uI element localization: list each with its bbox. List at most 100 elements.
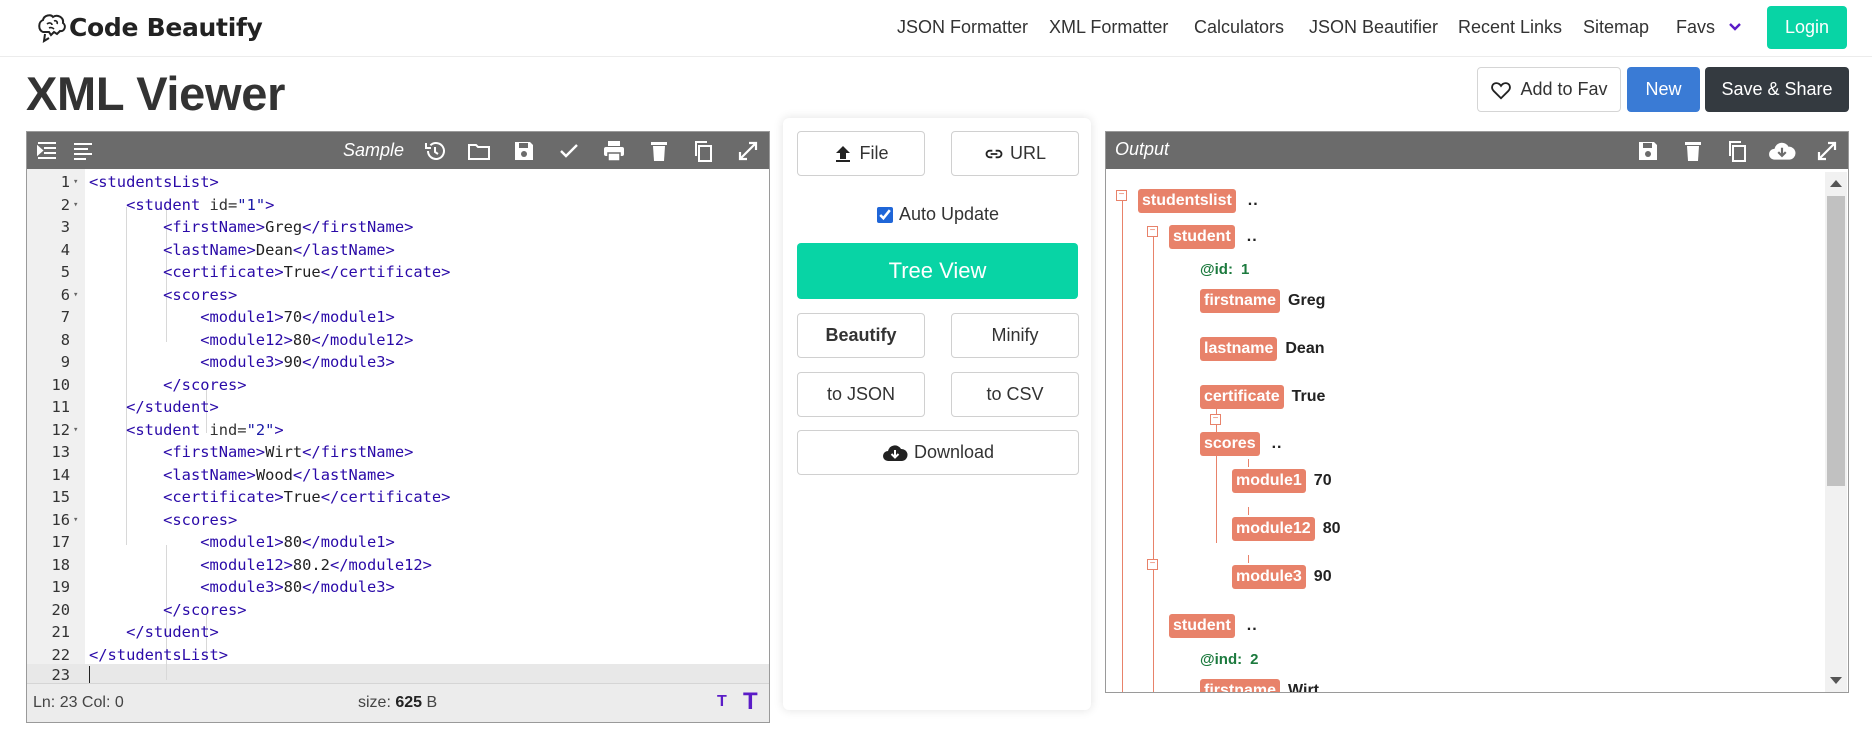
- nav-json-beautifier[interactable]: JSON Beautifier: [1309, 17, 1439, 37]
- new-button[interactable]: New: [1627, 67, 1700, 112]
- auto-update-label: Auto Update: [899, 204, 1000, 224]
- fold-arrow-icon[interactable]: ▾: [73, 289, 79, 300]
- tree-key: firstname: [1200, 679, 1281, 692]
- tree-node-student[interactable]: student ..: [1169, 614, 1258, 638]
- folder-icon[interactable]: [467, 139, 491, 163]
- cloud-download-icon: [882, 444, 908, 461]
- login-button[interactable]: Login: [1767, 6, 1847, 49]
- line-number: 22: [51, 645, 70, 664]
- code-line[interactable]: 10 </scores>: [27, 374, 769, 397]
- url-button[interactable]: URL: [951, 131, 1079, 176]
- collapse-toggle-icon[interactable]: −: [1147, 559, 1158, 570]
- file-button[interactable]: File: [797, 131, 925, 176]
- code-line[interactable]: 14 <lastName>Wood</lastName>: [27, 464, 769, 487]
- history-icon[interactable]: [423, 139, 447, 163]
- code-line[interactable]: 7 <module1>70</module1>: [27, 306, 769, 329]
- fullscreen-icon[interactable]: [1815, 139, 1839, 163]
- code-line[interactable]: 8 <module12>80</module12>: [27, 329, 769, 352]
- scroll-up-icon[interactable]: [1830, 180, 1842, 187]
- content-size: size: 625 B: [358, 694, 437, 712]
- top-navbar: Code Beautify JSON Formatter XML Formatt…: [0, 0, 1872, 57]
- code-line[interactable]: 21 </student>: [27, 621, 769, 644]
- tree-node-module12[interactable]: module12 80: [1232, 517, 1340, 541]
- code-line[interactable]: 15 <certificate>True</certificate>: [27, 486, 769, 509]
- nav-xml-formatter[interactable]: XML Formatter: [1049, 17, 1169, 37]
- download-button[interactable]: Download: [797, 430, 1079, 475]
- cloud-download-icon[interactable]: [1768, 139, 1798, 163]
- tree-node-module1[interactable]: module1 70: [1232, 469, 1332, 493]
- code-line[interactable]: 22</studentsList>: [27, 644, 769, 667]
- indent-icon[interactable]: [35, 139, 59, 163]
- save-share-button[interactable]: Save & Share: [1705, 67, 1849, 112]
- code-line[interactable]: 20 </scores>: [27, 599, 769, 622]
- align-left-icon[interactable]: [71, 139, 95, 163]
- fold-arrow-icon[interactable]: ▾: [73, 424, 79, 435]
- code-token: True: [283, 488, 321, 506]
- nav-favs[interactable]: Favs: [1676, 14, 1742, 40]
- tree-view-button[interactable]: Tree View: [797, 243, 1078, 299]
- tree-node-lastname[interactable]: lastname Dean: [1200, 337, 1325, 361]
- fold-arrow-icon[interactable]: ▾: [73, 199, 79, 210]
- code-line[interactable]: 6▾ <scores>: [27, 284, 769, 307]
- code-token: <module1>: [200, 533, 284, 551]
- tree-node-student[interactable]: student ..: [1169, 225, 1258, 249]
- tree-node-module3[interactable]: module3 90: [1232, 565, 1332, 589]
- code-line[interactable]: 4 <lastName>Dean</lastName>: [27, 239, 769, 262]
- code-line[interactable]: 18 <module12>80.2</module12>: [27, 554, 769, 577]
- nav-recent-links[interactable]: Recent Links: [1458, 17, 1563, 37]
- scroll-down-icon[interactable]: [1830, 677, 1842, 684]
- save-icon[interactable]: [1636, 139, 1660, 163]
- tree-node-firstname[interactable]: firstname Wirt: [1200, 679, 1319, 692]
- nav-sitemap[interactable]: Sitemap: [1583, 17, 1650, 37]
- tree-node-certificate[interactable]: certificate True: [1200, 385, 1325, 409]
- collapse-toggle-icon[interactable]: −: [1116, 190, 1127, 201]
- tree-node-scores[interactable]: scores ..: [1200, 412, 1282, 456]
- collapse-toggle-icon[interactable]: −: [1147, 226, 1158, 237]
- sample-button[interactable]: Sample: [343, 140, 405, 160]
- fullscreen-icon[interactable]: [736, 139, 760, 163]
- to-csv-button[interactable]: to CSV: [951, 372, 1079, 417]
- code-line[interactable]: 13 <firstName>Wirt</firstName>: [27, 441, 769, 464]
- check-icon[interactable]: [557, 139, 581, 163]
- code-line[interactable]: 11 </student>: [27, 396, 769, 419]
- code-line[interactable]: 2▾ <student id="1">: [27, 194, 769, 217]
- brand[interactable]: Code Beautify: [35, 9, 263, 45]
- output-scrollbar[interactable]: [1825, 172, 1847, 692]
- tree-node-root[interactable]: studentslist ..: [1138, 189, 1259, 213]
- auto-update-toggle[interactable]: Auto Update: [877, 204, 999, 225]
- code-line[interactable]: 23: [27, 664, 769, 687]
- to-json-button[interactable]: to JSON: [797, 372, 925, 417]
- fold-arrow-icon[interactable]: ▾: [73, 177, 79, 187]
- scroll-thumb[interactable]: [1827, 196, 1845, 486]
- trash-icon[interactable]: [1681, 139, 1705, 163]
- font-decrease-icon[interactable]: T: [717, 693, 727, 710]
- code-line[interactable]: 12▾ <student ind="2">: [27, 419, 769, 442]
- nav-calculators[interactable]: Calculators: [1194, 17, 1285, 37]
- code-token: </lastName>: [292, 465, 395, 484]
- font-increase-icon[interactable]: T: [743, 688, 758, 715]
- code-token: <student: [126, 195, 210, 214]
- code-line[interactable]: 9 <module3>90</module3>: [27, 351, 769, 374]
- tree-node-attribute: @ind: 2: [1200, 651, 1258, 668]
- code-line[interactable]: 16▾ <scores>: [27, 509, 769, 532]
- nav-json-formatter[interactable]: JSON Formatter: [897, 17, 1029, 37]
- copy-icon[interactable]: [1725, 139, 1749, 163]
- add-to-fav-button[interactable]: Add to Fav: [1477, 67, 1621, 112]
- trash-icon[interactable]: [647, 139, 671, 163]
- minify-button[interactable]: Minify: [951, 313, 1079, 358]
- fold-arrow-icon[interactable]: ▾: [73, 514, 79, 525]
- save-icon[interactable]: [512, 139, 536, 163]
- collapse-toggle-icon[interactable]: −: [1210, 414, 1221, 425]
- code-line[interactable]: 17 <module1>80</module1>: [27, 531, 769, 554]
- print-icon[interactable]: [602, 139, 626, 163]
- tree-node-firstname[interactable]: firstname Greg: [1200, 289, 1325, 313]
- code-line[interactable]: 5 <certificate>True</certificate>: [27, 261, 769, 284]
- code-line[interactable]: 3 <firstName>Greg</firstName>: [27, 216, 769, 239]
- copy-icon[interactable]: [691, 139, 715, 163]
- code-line[interactable]: 19 <module3>80</module3>: [27, 576, 769, 599]
- code-line[interactable]: 1▾<studentsList>: [27, 171, 769, 194]
- url-button-label: URL: [1009, 143, 1046, 163]
- code-token: <lastName>: [163, 240, 256, 259]
- auto-update-checkbox[interactable]: [877, 206, 893, 223]
- beautify-button[interactable]: Beautify: [797, 313, 925, 358]
